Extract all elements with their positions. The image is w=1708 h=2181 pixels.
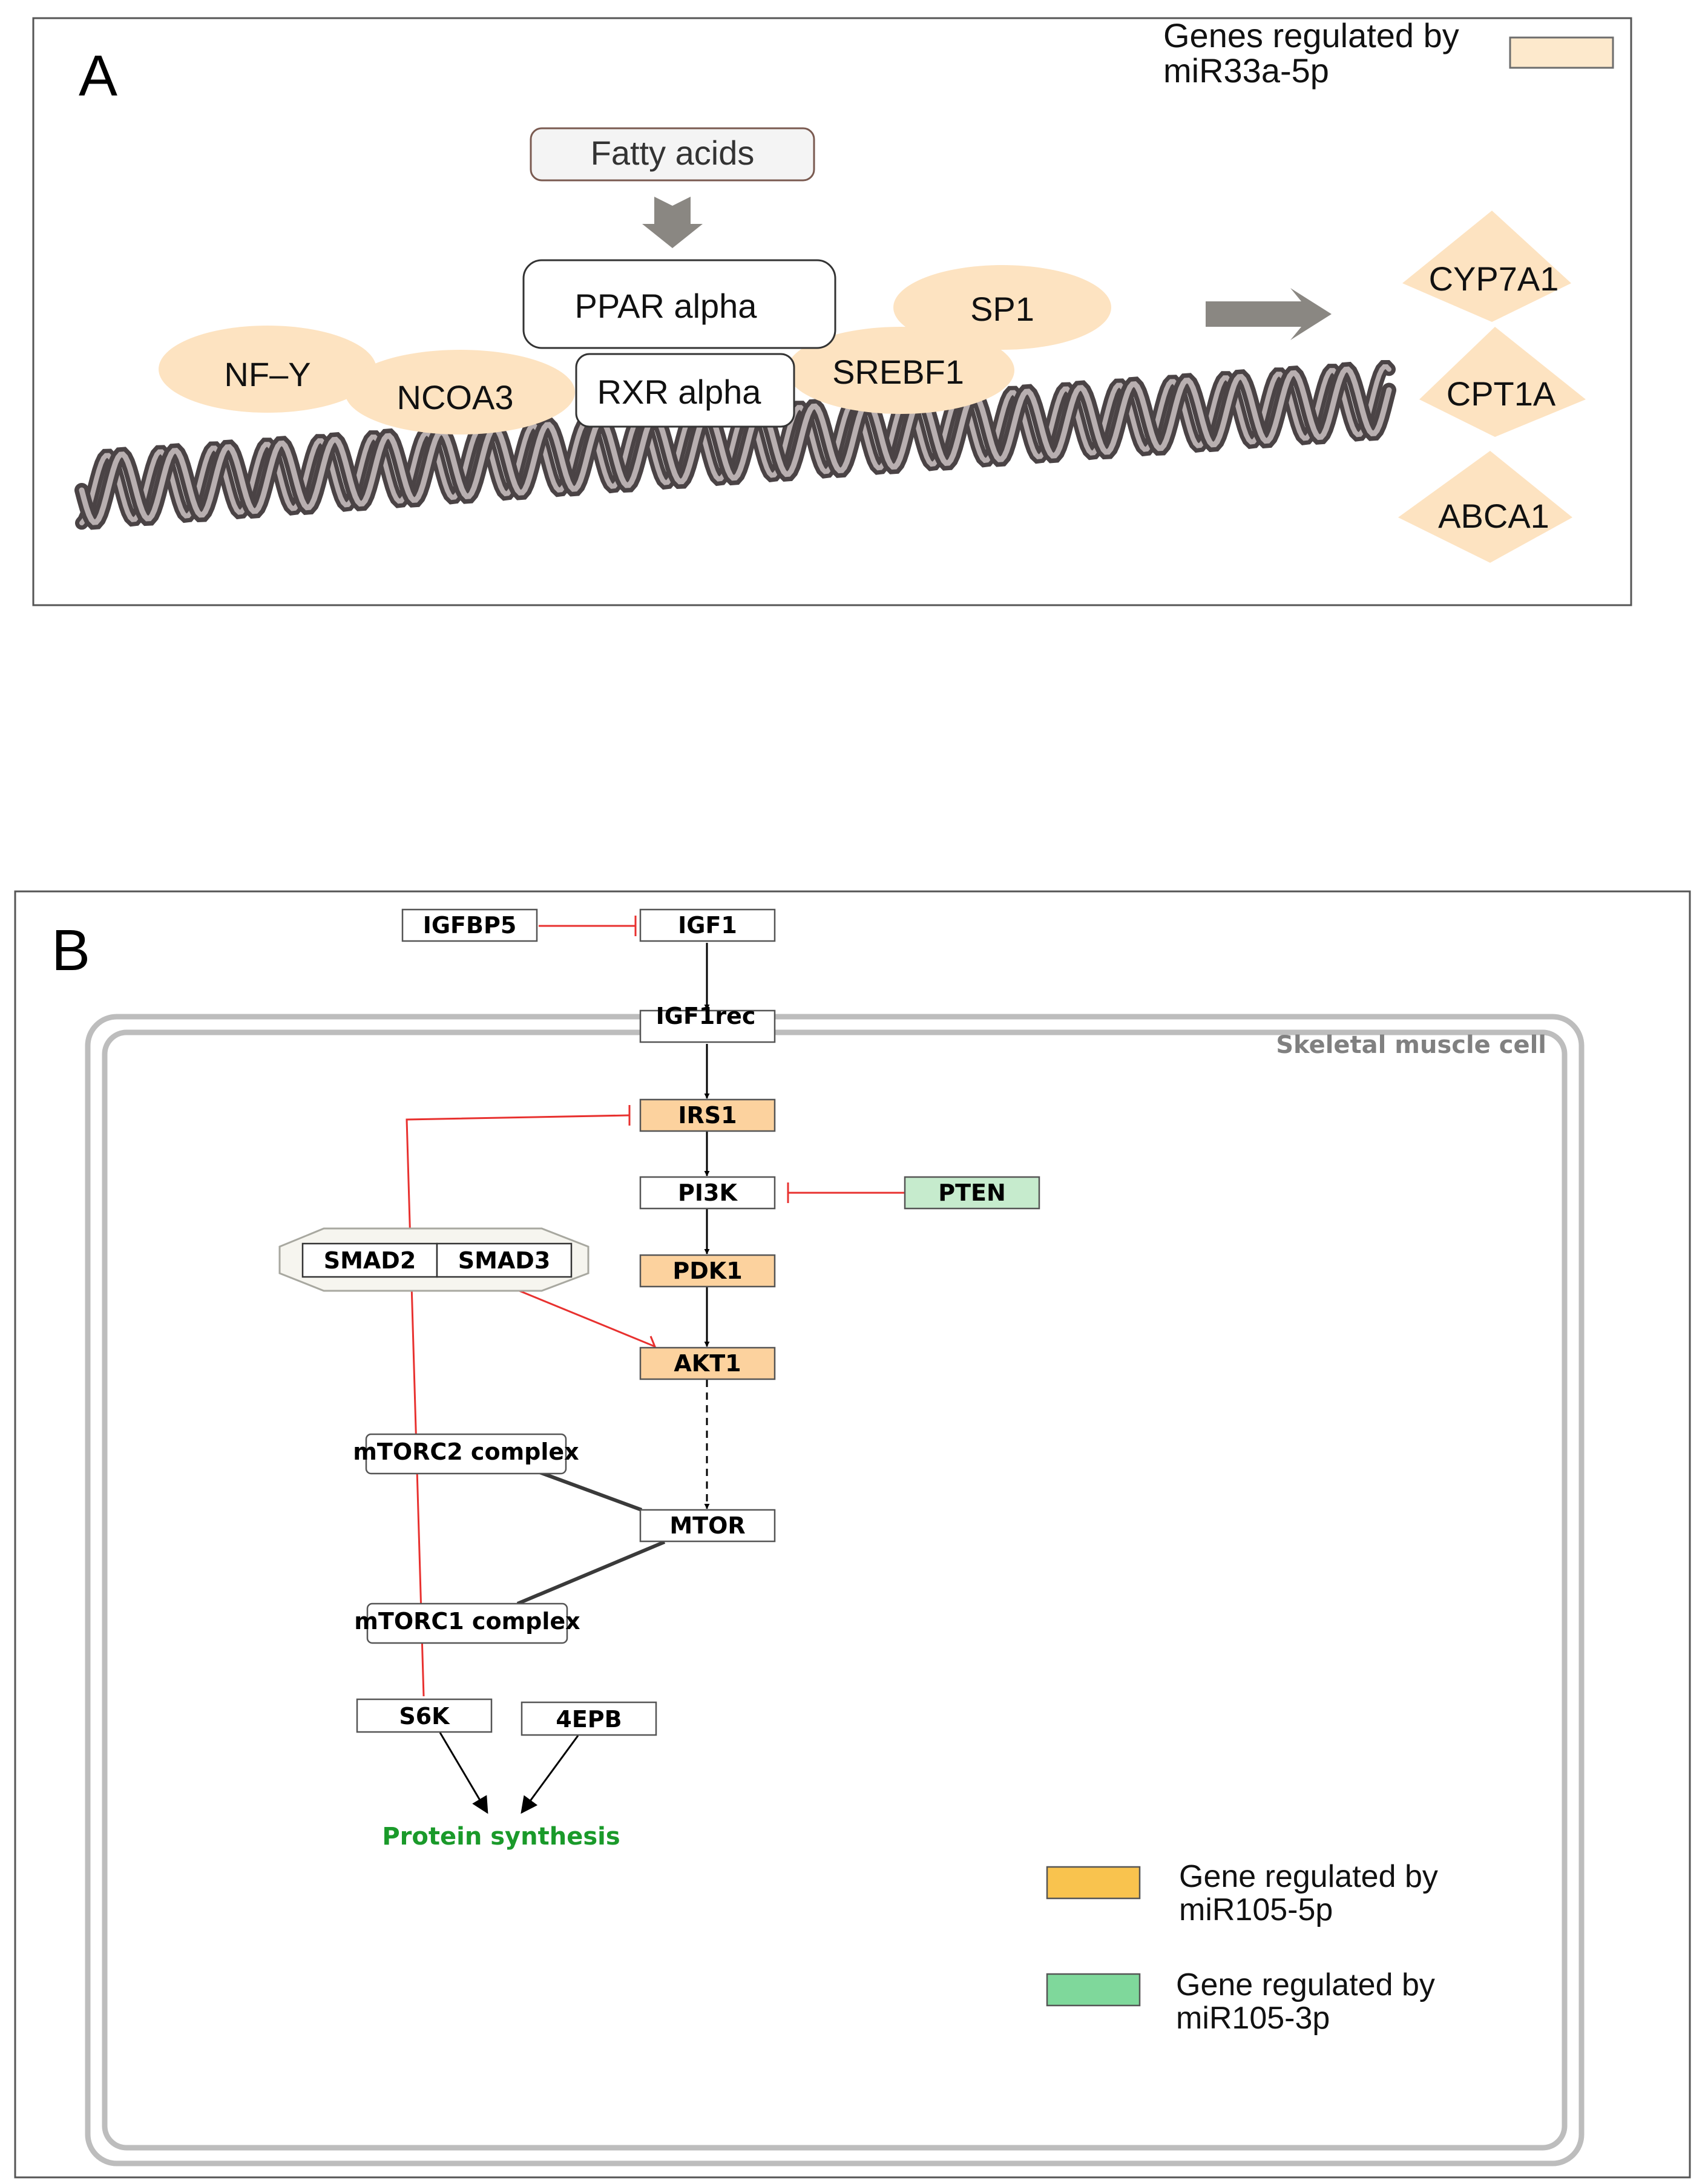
rxr-alpha-label: RXR alpha [597,373,762,411]
mtorc1-node [366,1602,568,1644]
smad3-label: SMAD3 [458,1247,551,1274]
ppar-alpha-box [522,259,836,349]
protein-synthesis-label: Protein synthesis [382,1823,620,1851]
pten-node [904,1176,1040,1210]
akt1-label: AKT1 [674,1350,741,1377]
pi3k-node [639,1176,776,1210]
panel-b-letter: B [51,918,90,983]
cpt1a-label: CPT1A [1447,375,1556,413]
dna-double-helix [74,360,1396,530]
igf1-label: IGF1 [678,912,737,939]
rxr-alpha-box [575,353,795,428]
smad3-node [436,1242,573,1278]
fatty-acids-label: Fatty acids [591,134,755,172]
dna-strand-front-highlight [79,366,1392,525]
inhibit-s6k-irs1 [406,1114,630,1697]
fatty-acids-box [530,127,815,182]
ncoa3-label: NCOA3 [397,378,514,416]
cyp7a1-label: CYP7A1 [1429,260,1559,298]
panel-b: B Skeletal muscle cell [14,890,1691,2179]
sp1-ellipse [893,265,1111,350]
mtorc2-node [365,1433,567,1475]
cyp7a1-diamond [1402,211,1571,322]
legend-b-swatch-3p [1046,1973,1141,2007]
legend-a-swatch [1509,36,1614,69]
irs1-label: IRS1 [678,1102,737,1129]
nfy-ellipse [159,326,376,413]
legend-b-3p-line1: Gene regulated by [1176,1967,1435,2002]
panel-a-letter: A [79,44,117,108]
pdk1-label: PDK1 [672,1258,742,1284]
panel-b-frame [14,890,1691,2179]
ppar-alpha-label: PPAR alpha [575,287,758,325]
inhibition-edges [406,916,905,1697]
mtorc1-label: mTORC1 complex [354,1608,580,1635]
edge-mtor-mtorc1 [516,1540,666,1605]
fourepb-label: 4EPB [556,1706,622,1733]
nfy-label: NF–Y [224,355,310,393]
abca1-diamond [1398,451,1572,563]
mtor-label: MTOR [669,1512,745,1539]
smad2-node [301,1242,438,1278]
sp1-label: SP1 [970,290,1034,328]
fourepb-node [521,1701,657,1736]
expression-arrow [1206,288,1332,340]
legend-b-swatch-5p [1046,1866,1141,1900]
edge-mtorc2-mtor [525,1466,643,1512]
igfbp5-node [401,908,538,942]
irs1-node [639,1098,776,1132]
smad2-label: SMAD2 [324,1247,416,1274]
fatty-acids-down-arrow [642,197,703,248]
mtor-node [639,1509,776,1543]
srebf1-ellipse [787,327,1014,414]
edge-4epb-protein [521,1735,579,1814]
pten-label: PTEN [938,1179,1006,1206]
srebf1-label: SREBF1 [832,353,964,391]
inhibit-smad-akt1 [519,1290,655,1348]
legend-b-5p-line2: miR105-5p [1179,1892,1333,1927]
akt1-node [639,1346,776,1380]
edge-s6k-protein [439,1732,488,1814]
cell-label: Skeletal muscle cell [1276,1031,1546,1059]
igf1-node [639,908,776,942]
igfbp5-label: IGFBP5 [423,912,517,939]
s6k-label: S6K [399,1703,450,1730]
abca1-label: ABCA1 [1438,497,1549,535]
cell-membrane-inner [102,1029,1568,2151]
cpt1a-diamond [1419,327,1586,437]
igf1rec-label: IGF1rec [656,1003,756,1029]
mtorc2-label: mTORC2 complex [353,1438,579,1465]
igf1rec-node [639,1009,776,1043]
pdk1-node [639,1254,776,1288]
legend-a-line2: miR33a-5p [1163,51,1329,90]
legend-a-line1: Genes regulated by [1163,16,1459,54]
panel-a: A Genes regulated by miR33a-5p Fatty aci… [32,16,1632,606]
cell-membrane-outer [85,1014,1585,2166]
legend-b-3p-line2: miR105-3p [1176,2001,1330,2036]
pi3k-label: PI3K [678,1179,738,1206]
legend-b-5p-line1: Gene regulated by [1179,1859,1438,1894]
ncoa3-ellipse [345,350,575,435]
s6k-node [356,1698,493,1733]
